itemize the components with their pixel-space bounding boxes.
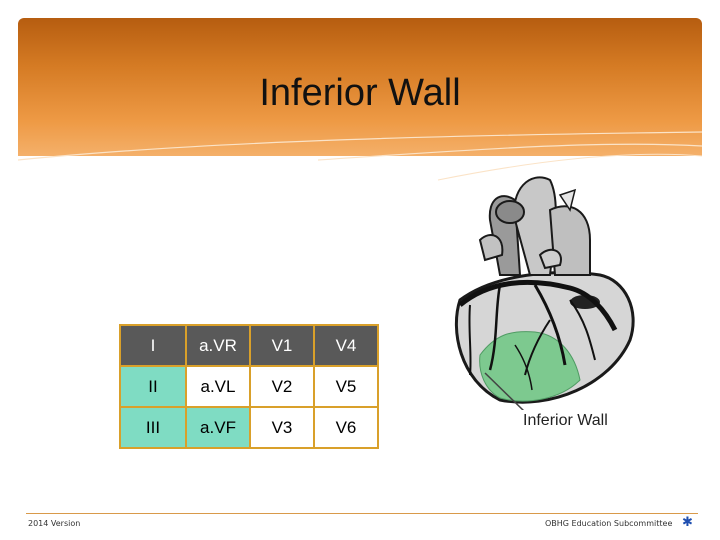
lead-cell: V4 [313,324,379,367]
decorative-waves [18,131,702,181]
footer-divider [26,513,698,514]
lead-row-2: II a.VL V2 V5 [119,365,379,408]
lead-cell-highlighted: II [119,365,187,408]
lead-cell: V6 [313,406,379,449]
organization-text: OBHG Education Subcommittee [545,519,673,528]
lead-cell-highlighted: a.VF [185,406,251,449]
heart-illustration [454,176,635,410]
lead-row-1: I a.VR V1 V4 [119,324,379,367]
ecg-lead-table: I a.VR V1 V4 II a.VL V2 V5 III a.VF V3 V… [119,324,379,449]
lead-cell: V1 [249,324,315,367]
lead-cell: a.VL [185,365,251,408]
lead-cell: I [119,324,187,367]
version-text: 2014 Version [28,519,81,528]
lead-cell: a.VR [185,324,251,367]
lead-row-3: III a.VF V3 V6 [119,406,379,449]
lead-cell-highlighted: III [119,406,187,449]
title-banner [18,18,702,156]
lead-cell: V5 [313,365,379,408]
star-of-life-icon: ✱ [682,515,693,530]
lead-cell: V3 [249,406,315,449]
inferior-wall-label: Inferior Wall [523,412,608,429]
lead-cell: V2 [249,365,315,408]
slide-title: Inferior Wall [259,72,461,114]
